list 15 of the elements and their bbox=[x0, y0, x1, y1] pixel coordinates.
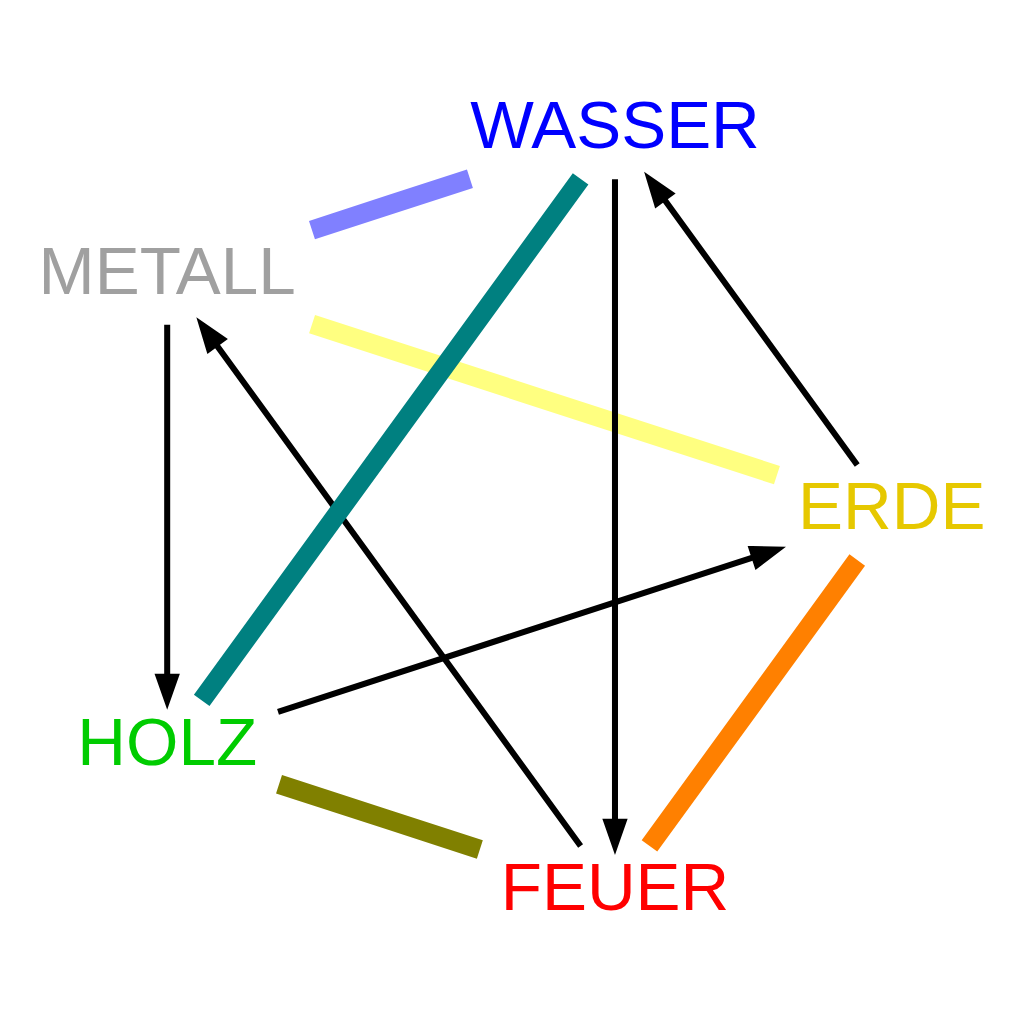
node-text: WASSER bbox=[470, 86, 760, 162]
arrow bbox=[277, 545, 786, 715]
connector bbox=[309, 169, 473, 239]
connector bbox=[641, 553, 866, 852]
node-text: FEUER bbox=[500, 848, 730, 924]
connector bbox=[276, 774, 483, 859]
arrow bbox=[644, 171, 860, 467]
arrow bbox=[154, 324, 180, 710]
node-text: HOLZ bbox=[77, 703, 258, 779]
arrow bbox=[196, 316, 584, 848]
connector bbox=[309, 314, 780, 484]
arrow bbox=[602, 178, 628, 855]
node-text: ERDE bbox=[798, 467, 986, 543]
connector bbox=[193, 172, 589, 706]
node-text: METALL bbox=[38, 232, 296, 308]
